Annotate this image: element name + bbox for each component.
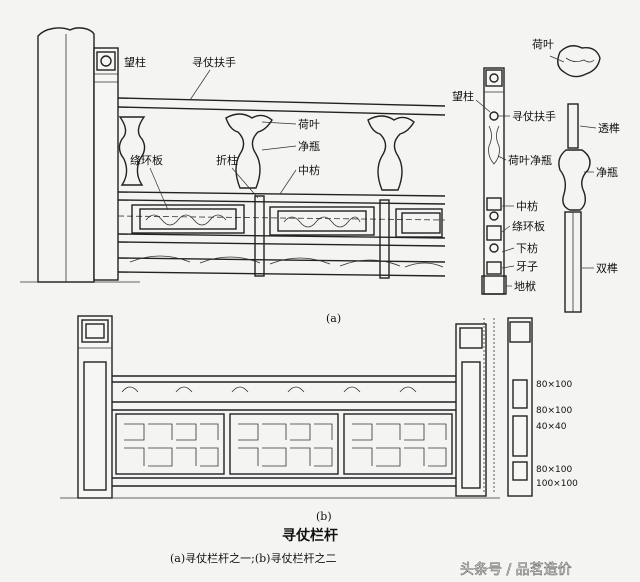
label-shuangxun-detail: 双榫	[596, 261, 618, 275]
dimension-1: 80×100	[536, 380, 572, 390]
label-zhehuanban-a: 绦环板	[130, 153, 163, 167]
figure-a-panel-label: (a)	[326, 312, 341, 325]
caption-title: 寻仗栏杆	[282, 527, 338, 544]
figure-a-labels: 望柱 寻仗扶手 荷叶 净瓶 中枋 绦环板 折柱	[124, 55, 320, 211]
dimension-3: 40×40	[536, 422, 567, 432]
label-zhongfang-side: 中枋	[516, 199, 538, 213]
label-touxun-detail: 透榫	[598, 121, 620, 135]
joinery-detail-drawing	[557, 45, 601, 313]
label-zhongfang-a: 中枋	[298, 163, 320, 177]
label-zhehuanban-side: 绦环板	[512, 219, 545, 233]
figure-b-dimension-labels: 80×100 80×100 40×40 80×100 100×100	[536, 380, 578, 489]
label-heyejingping-side: 荷叶净瓶	[508, 153, 552, 167]
label-wangzhu-side: 望柱	[452, 89, 474, 103]
label-jingping-detail: 净瓶	[596, 165, 618, 179]
label-heye-a: 荷叶	[298, 118, 320, 131]
vase-baluster-2	[225, 113, 273, 189]
figure-b-drawing: (b)	[60, 315, 500, 523]
label-yazi-side: 牙子	[516, 260, 538, 273]
dimension-4: 80×100	[536, 465, 572, 475]
dimension-5: 100×100	[536, 479, 578, 489]
label-xunzhangfushou-a: 寻仗扶手	[192, 55, 236, 69]
figure-a-drawing: (a)	[20, 27, 446, 325]
label-xiafang-side: 下枋	[516, 241, 538, 255]
label-heye-detail: 荷叶	[532, 38, 554, 51]
vase-baluster-1	[118, 116, 146, 186]
figure-b-panel-label: (b)	[316, 510, 332, 523]
watermark-text: 头条号 / 品茗造价	[460, 561, 572, 578]
label-zhezhu-a: 折柱	[216, 153, 238, 167]
joinery-detail-labels: 荷叶 透榫 净瓶 双榫	[532, 38, 620, 275]
figure-b-section-drawing	[483, 317, 533, 497]
side-elevation-labels: 望柱 寻仗扶手 荷叶净瓶 中枋 绦环板 下枋 牙子 地栿	[452, 89, 556, 293]
dimension-2: 80×100	[536, 406, 572, 416]
label-jingping-a: 净瓶	[298, 139, 320, 153]
caption-subtitle: (a)寻仗栏杆之一;(b)寻仗栏杆之二	[170, 551, 336, 565]
label-difu-side: 地栿	[514, 279, 536, 293]
vase-baluster-3	[367, 115, 415, 191]
side-elevation-drawing	[481, 67, 507, 295]
label-wangzhu-a: 望柱	[124, 55, 146, 69]
label-xunzhangfushou-side: 寻仗扶手	[512, 109, 556, 123]
